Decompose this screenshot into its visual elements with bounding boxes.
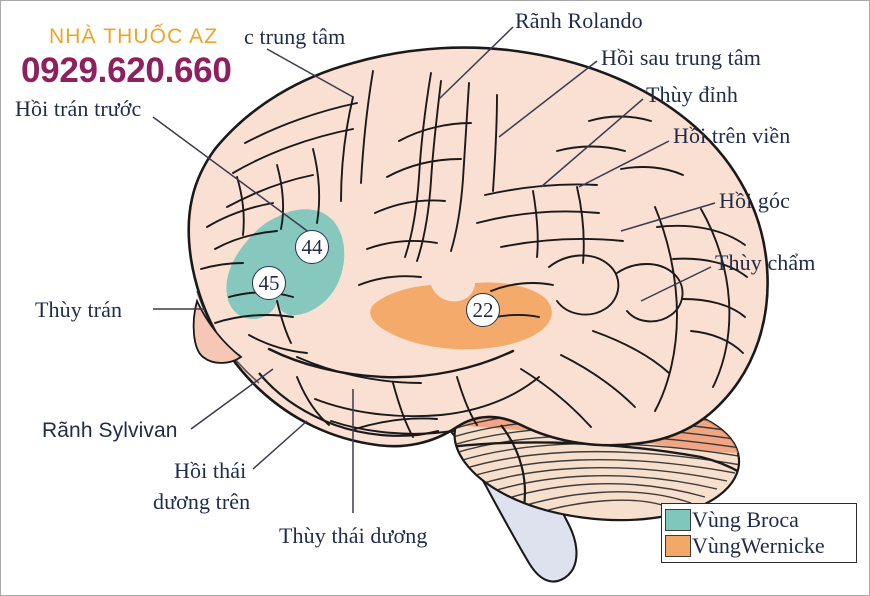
area-number-45: 45: [252, 266, 286, 300]
label-c-trung-tam: c trung tâm: [244, 24, 346, 49]
sulci-lines: [200, 70, 748, 438]
leader-thuy-dinh: [540, 98, 644, 188]
legend-item-wernicke: VùngWernicke: [665, 533, 856, 559]
wernicke-region: [370, 282, 552, 350]
legend-box: Vùng Broca VùngWernicke: [661, 503, 857, 563]
watermark-brand: NHÀ THUỐC AZ: [49, 25, 219, 48]
label-ranh-sylvivan: Rãnh Sylvivan: [42, 419, 178, 442]
legend-item-broca: Vùng Broca: [665, 507, 856, 533]
area-number-22: 22: [466, 293, 500, 327]
label-ranh-rolando: Rãnh Rolando: [515, 8, 643, 33]
label-hoi-goc: Hồi góc: [719, 188, 790, 213]
label-thuy-dinh: Thùy đỉnh: [646, 82, 738, 107]
leader-hoi-tren-vien: [578, 140, 670, 188]
label-thuy-cham: Thùy chẩm: [715, 250, 816, 275]
leader-hoi-sau-trung-tam: [498, 60, 598, 138]
legend-swatch-broca: [665, 509, 691, 531]
leader-hoi-tran-truoc: [152, 116, 330, 248]
label-thuy-thai-duong: Thùy thái dương: [279, 523, 428, 548]
label-hoi-thai-duong-tren-1: Hồi thái: [174, 458, 247, 483]
leader-hoi-thai-duong-tren: [252, 420, 308, 470]
label-thuy-tran: Thùy trán: [35, 297, 123, 322]
leader-lines: [152, 26, 716, 513]
label-hoi-tran-truoc: Hồi trán trước: [15, 96, 142, 121]
legend-label-wernicke: VùngWernicke: [692, 533, 825, 558]
leader-ranh-sylvivan: [190, 368, 274, 430]
leader-c-trung-tam: [266, 48, 354, 98]
leader-thuy-cham: [640, 266, 712, 302]
cerebral-cortex-shape: [187, 46, 769, 448]
label-hoi-sau-trung-tam: Hồi sau trung tâm: [601, 45, 761, 70]
leader-hoi-goc: [620, 202, 716, 232]
legend-swatch-wernicke: [665, 535, 691, 557]
area-number-44: 44: [295, 230, 329, 264]
leader-ranh-rolando: [438, 26, 514, 100]
legend-label-broca: Vùng Broca: [692, 507, 799, 532]
label-hoi-tren-vien: Hồi trên viền: [673, 123, 791, 148]
label-hoi-thai-duong-tren-2: dương trên: [153, 489, 251, 514]
watermark-phone: 0929.620.660: [21, 51, 232, 90]
